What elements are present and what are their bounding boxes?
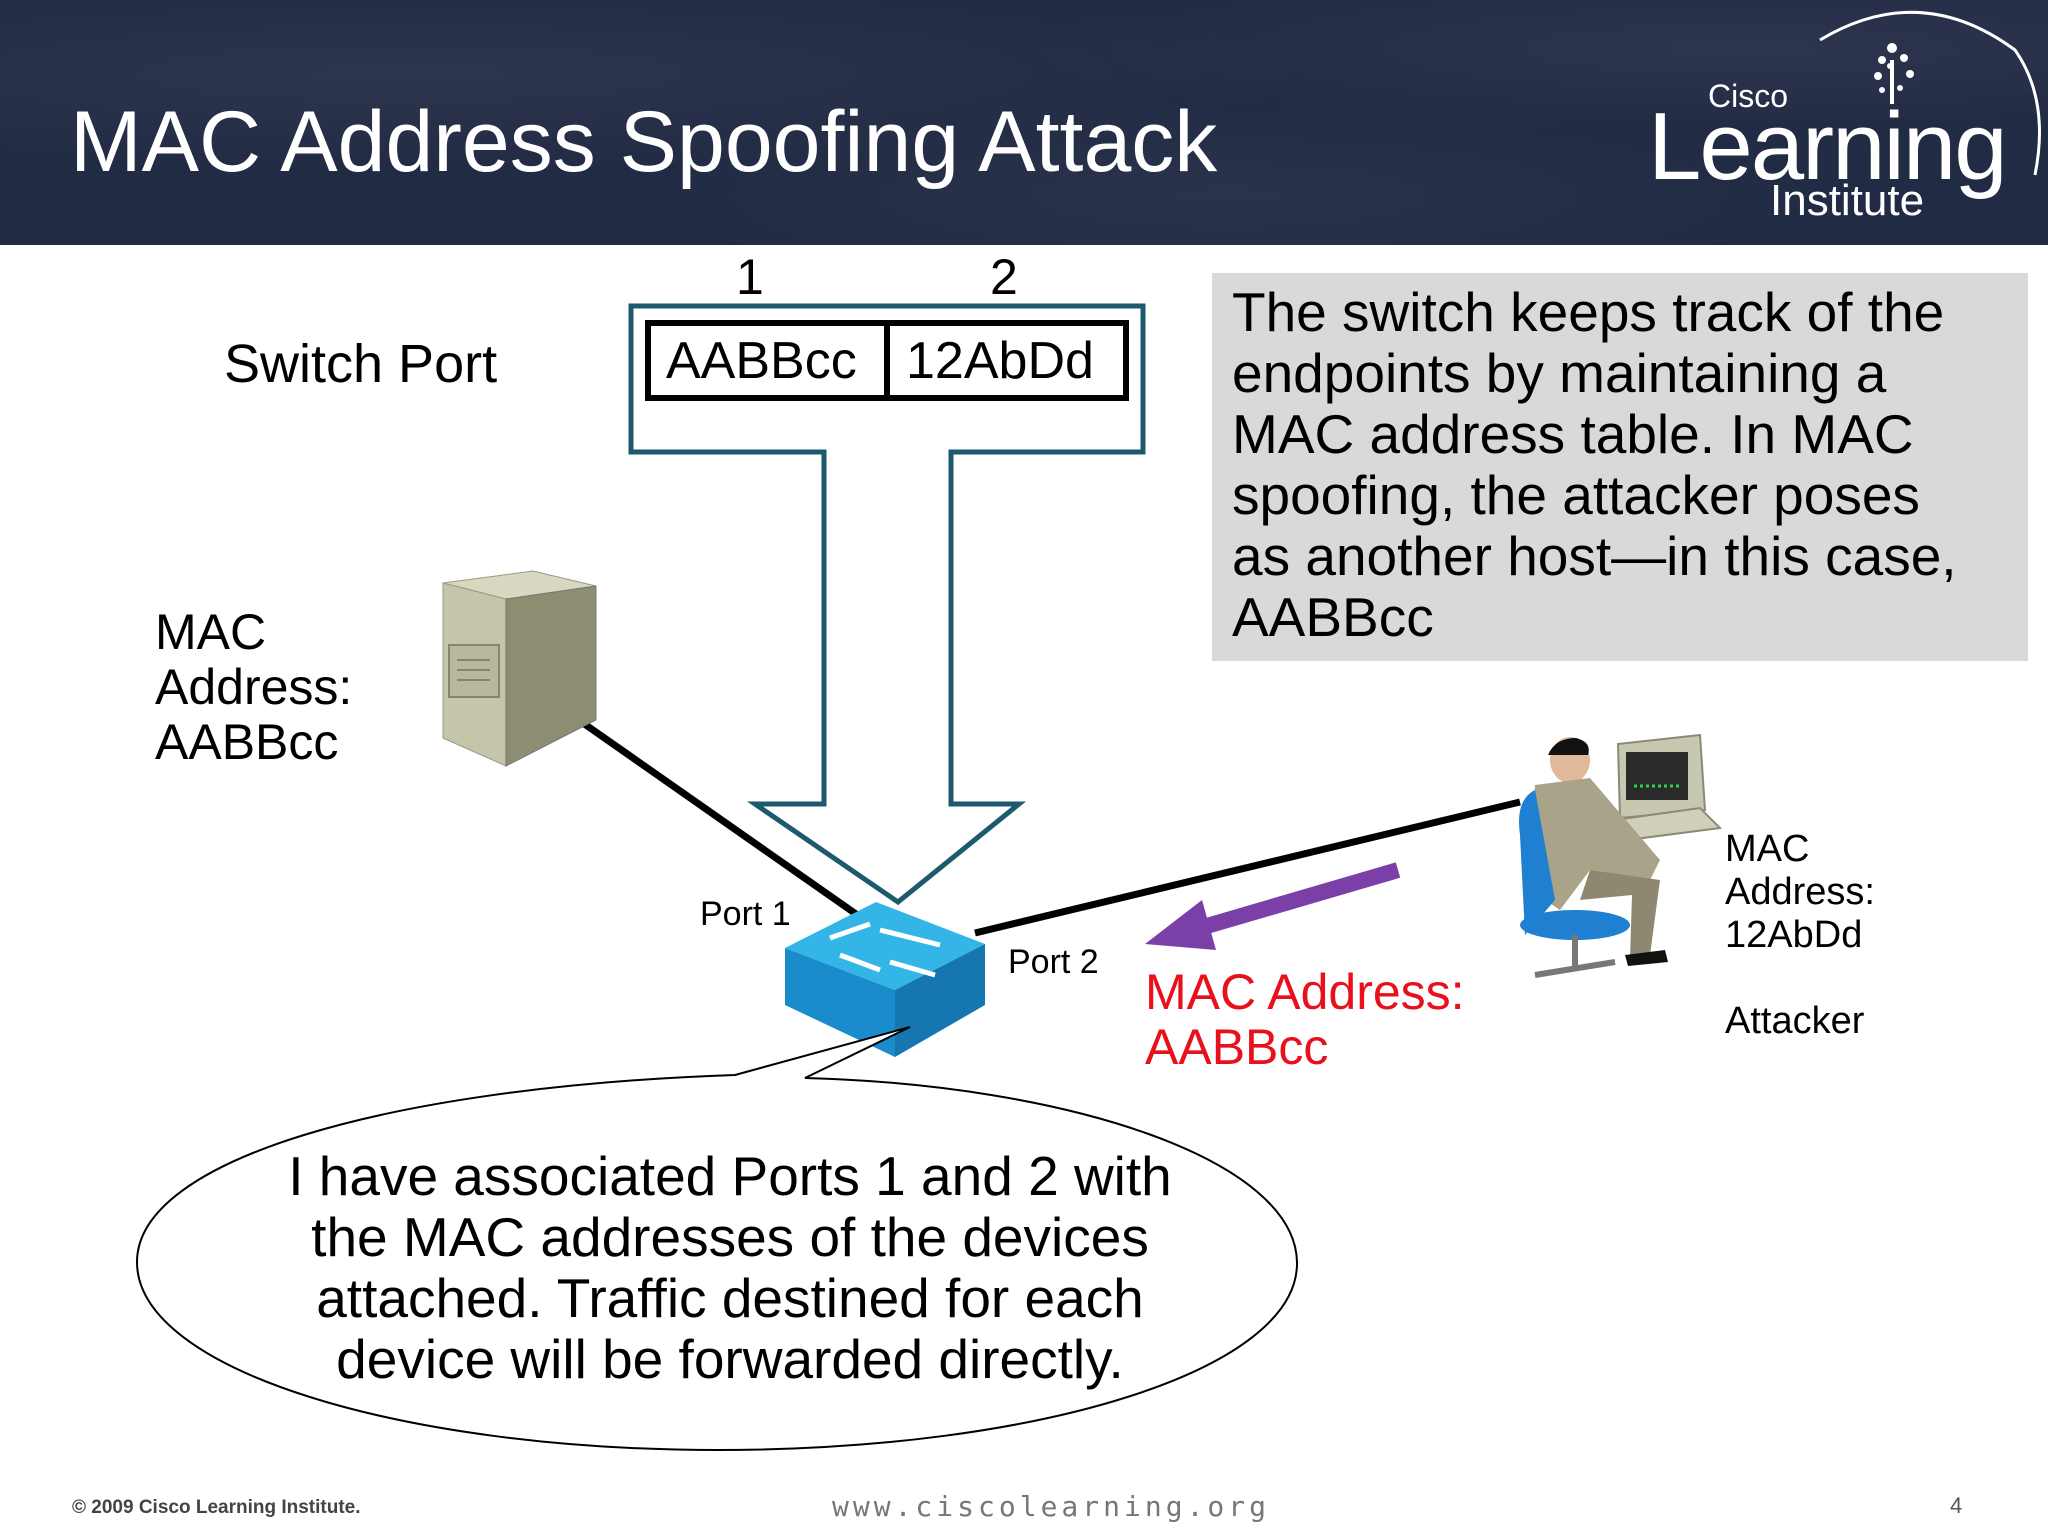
info-box bbox=[1212, 273, 2028, 661]
spoofed-mac-label: MAC Address: AABBcc bbox=[1145, 964, 1465, 1075]
port-2-label: Port 2 bbox=[1008, 943, 1099, 981]
info-line: spoofing, the attacker poses bbox=[1232, 464, 1920, 526]
page-number: 4 bbox=[1950, 1493, 1963, 1518]
logo-brand: Cisco bbox=[1708, 78, 1789, 114]
slide-title: MAC Address Spoofing Attack bbox=[70, 94, 1218, 190]
bubble-text: I have associated Ports 1 and 2 with the… bbox=[288, 1145, 1172, 1390]
info-line: endpoints by maintaining a bbox=[1232, 342, 1887, 404]
column-port-1: 1 bbox=[736, 249, 764, 305]
column-port-2: 2 bbox=[990, 249, 1018, 305]
footer-url: www.ciscolearning.org bbox=[832, 1490, 1271, 1523]
attacker-icon bbox=[1519, 733, 1723, 978]
logo-name: Learning bbox=[1648, 93, 2008, 200]
port-1-label: Port 1 bbox=[700, 895, 791, 933]
logo-sub: Institute bbox=[1770, 176, 1925, 225]
footer-copyright: © 2009 Cisco Learning Institute. bbox=[72, 1497, 361, 1518]
mac-cell-port-1: AABBcc bbox=[666, 332, 857, 390]
info-line: MAC address table. In MAC bbox=[1232, 403, 1914, 465]
table-pointer-arrow bbox=[628, 303, 1146, 906]
mac-cell-port-2: 12AbDd bbox=[906, 332, 1094, 390]
attacker-cable bbox=[974, 798, 1521, 937]
speech-bubble bbox=[135, 1026, 1299, 1452]
attacker-role-label: Attacker bbox=[1725, 1000, 1865, 1042]
attacker-mac-label: MAC Address: 12AbDd bbox=[1725, 828, 1875, 956]
switch-icon bbox=[785, 902, 985, 1057]
cisco-learning-logo: Cisco Learning Institute bbox=[1620, 0, 2048, 245]
server-icon bbox=[442, 570, 597, 767]
info-text: The switch keeps track of the endpoints … bbox=[1232, 282, 2022, 648]
spoof-arrow-icon bbox=[1145, 862, 1401, 950]
info-line: AABBcc bbox=[1232, 586, 1434, 648]
info-line: The switch keeps track of the bbox=[1232, 281, 1945, 343]
logo-tree-icon bbox=[1819, 10, 2041, 176]
info-line: as another host—in this case, bbox=[1232, 525, 1957, 587]
slide-header bbox=[0, 0, 2048, 245]
switch-port-label: Switch Port bbox=[224, 334, 498, 394]
server-mac-label: MAC Address: AABBcc bbox=[155, 604, 353, 770]
server-cable bbox=[580, 720, 869, 924]
